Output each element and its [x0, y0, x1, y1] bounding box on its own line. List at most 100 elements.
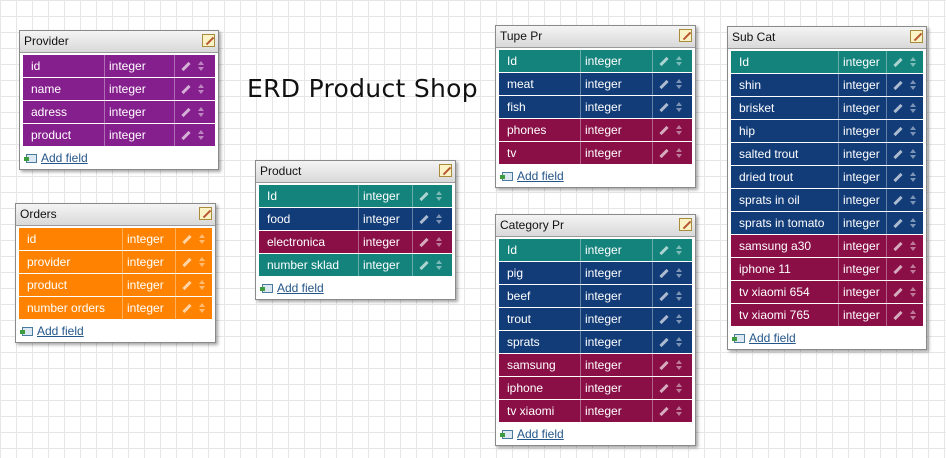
- entity-header[interactable]: Product: [256, 161, 455, 183]
- add-field-icon[interactable]: [260, 283, 273, 293]
- reorder-icon[interactable]: [436, 237, 442, 247]
- reorder-icon[interactable]: [910, 172, 916, 182]
- pencil-icon[interactable]: [893, 264, 903, 274]
- reorder-icon[interactable]: [676, 360, 682, 370]
- reorder-icon[interactable]: [910, 57, 916, 67]
- pencil-icon[interactable]: [659, 314, 669, 324]
- pencil-icon[interactable]: [893, 172, 903, 182]
- reorder-icon[interactable]: [910, 241, 916, 251]
- pencil-icon[interactable]: [659, 79, 669, 89]
- reorder-icon[interactable]: [676, 314, 682, 324]
- pencil-icon[interactable]: [659, 406, 669, 416]
- add-field-link[interactable]: Add field: [749, 331, 796, 345]
- add-field-icon[interactable]: [20, 326, 33, 336]
- reorder-icon[interactable]: [676, 148, 682, 158]
- reorder-icon[interactable]: [436, 214, 442, 224]
- reorder-icon[interactable]: [910, 218, 916, 228]
- add-field-link[interactable]: Add field: [517, 169, 564, 183]
- reorder-icon[interactable]: [676, 406, 682, 416]
- reorder-icon[interactable]: [676, 125, 682, 135]
- reorder-icon[interactable]: [676, 245, 682, 255]
- add-field-link[interactable]: Add field: [277, 281, 324, 295]
- edit-entity-icon[interactable]: [202, 34, 215, 47]
- add-field-icon[interactable]: [500, 171, 513, 181]
- entity-header[interactable]: Tupe Pr: [496, 26, 695, 48]
- entity-header[interactable]: Provider: [20, 31, 218, 53]
- reorder-icon[interactable]: [436, 191, 442, 201]
- pencil-icon[interactable]: [419, 237, 429, 247]
- reorder-icon[interactable]: [910, 126, 916, 136]
- reorder-icon[interactable]: [676, 268, 682, 278]
- reorder-icon[interactable]: [910, 103, 916, 113]
- pencil-icon[interactable]: [181, 84, 191, 94]
- reorder-icon[interactable]: [676, 337, 682, 347]
- reorder-icon[interactable]: [676, 291, 682, 301]
- reorder-icon[interactable]: [199, 280, 205, 290]
- reorder-icon[interactable]: [910, 287, 916, 297]
- entity-header[interactable]: Orders: [16, 204, 215, 226]
- edit-entity-icon[interactable]: [199, 207, 212, 220]
- reorder-icon[interactable]: [436, 260, 442, 270]
- pencil-icon[interactable]: [893, 195, 903, 205]
- pencil-icon[interactable]: [181, 61, 191, 71]
- reorder-icon[interactable]: [198, 107, 204, 117]
- edit-entity-icon[interactable]: [679, 218, 692, 231]
- reorder-icon[interactable]: [676, 56, 682, 66]
- pencil-icon[interactable]: [893, 149, 903, 159]
- pencil-icon[interactable]: [893, 126, 903, 136]
- pencil-icon[interactable]: [893, 218, 903, 228]
- pencil-icon[interactable]: [182, 257, 192, 267]
- entity-header[interactable]: Sub Cat: [728, 27, 926, 49]
- pencil-icon[interactable]: [181, 130, 191, 140]
- pencil-icon[interactable]: [659, 360, 669, 370]
- pencil-icon[interactable]: [182, 280, 192, 290]
- reorder-icon[interactable]: [199, 234, 205, 244]
- add-field-icon[interactable]: [24, 153, 37, 163]
- pencil-icon[interactable]: [659, 56, 669, 66]
- pencil-icon[interactable]: [182, 303, 192, 313]
- pencil-icon[interactable]: [893, 310, 903, 320]
- pencil-icon[interactable]: [181, 107, 191, 117]
- pencil-icon[interactable]: [659, 383, 669, 393]
- add-field-icon[interactable]: [500, 429, 513, 439]
- pencil-icon[interactable]: [419, 191, 429, 201]
- pencil-icon[interactable]: [893, 241, 903, 251]
- add-field-link[interactable]: Add field: [41, 151, 88, 165]
- reorder-icon[interactable]: [910, 149, 916, 159]
- pencil-icon[interactable]: [659, 291, 669, 301]
- add-field-icon[interactable]: [732, 333, 745, 343]
- reorder-icon[interactable]: [910, 264, 916, 274]
- edit-entity-icon[interactable]: [679, 29, 692, 42]
- pencil-icon[interactable]: [659, 125, 669, 135]
- add-field-link[interactable]: Add field: [37, 324, 84, 338]
- pencil-icon[interactable]: [893, 80, 903, 90]
